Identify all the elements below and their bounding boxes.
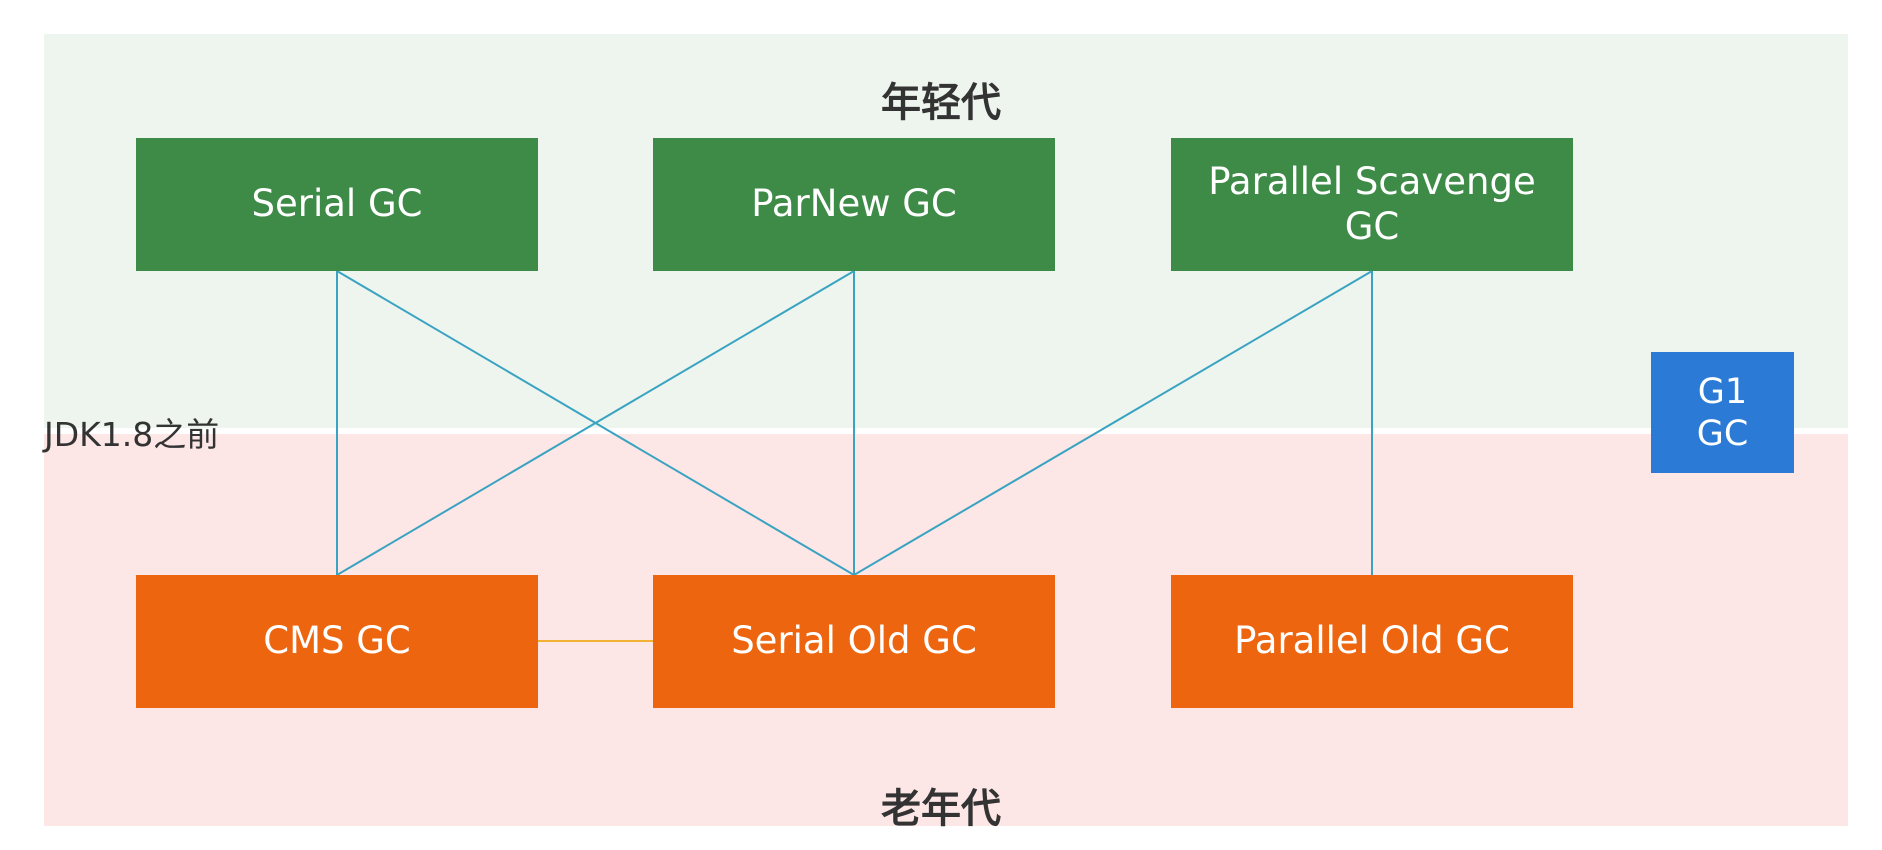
- parallel-scavenge-gc-box: Parallel Scavenge GC: [1171, 138, 1573, 271]
- serial-old-gc-label: Serial Old GC: [731, 619, 977, 663]
- g1-gc-label-line1: G1: [1697, 371, 1748, 412]
- link-parallel-scavenge-to-serial-old: [853, 270, 1373, 576]
- parallel-scavenge-gc-label: Parallel Scavenge GC: [1208, 160, 1536, 248]
- serial-gc-label: Serial GC: [251, 182, 423, 226]
- cms-gc-label: CMS GC: [263, 619, 411, 663]
- parallel-old-gc-box: Parallel Old GC: [1171, 575, 1573, 708]
- cms-gc-box: CMS GC: [136, 575, 538, 708]
- young-generation-title: 年轻代: [881, 80, 1001, 126]
- parnew-gc-label: ParNew GC: [751, 182, 957, 226]
- parallel-old-gc-label: Parallel Old GC: [1234, 619, 1510, 663]
- serial-old-gc-box: Serial Old GC: [653, 575, 1055, 708]
- g1-gc-box: G1 GC: [1651, 352, 1794, 473]
- link-parnew-to-cms: [336, 270, 855, 576]
- serial-gc-box: Serial GC: [136, 138, 538, 271]
- jdk-version-label: JDK1.8之前: [44, 415, 220, 454]
- old-generation-title: 老年代: [881, 786, 1001, 832]
- g1-gc-label-line2: GC: [1696, 413, 1749, 454]
- parnew-gc-box: ParNew GC: [653, 138, 1055, 271]
